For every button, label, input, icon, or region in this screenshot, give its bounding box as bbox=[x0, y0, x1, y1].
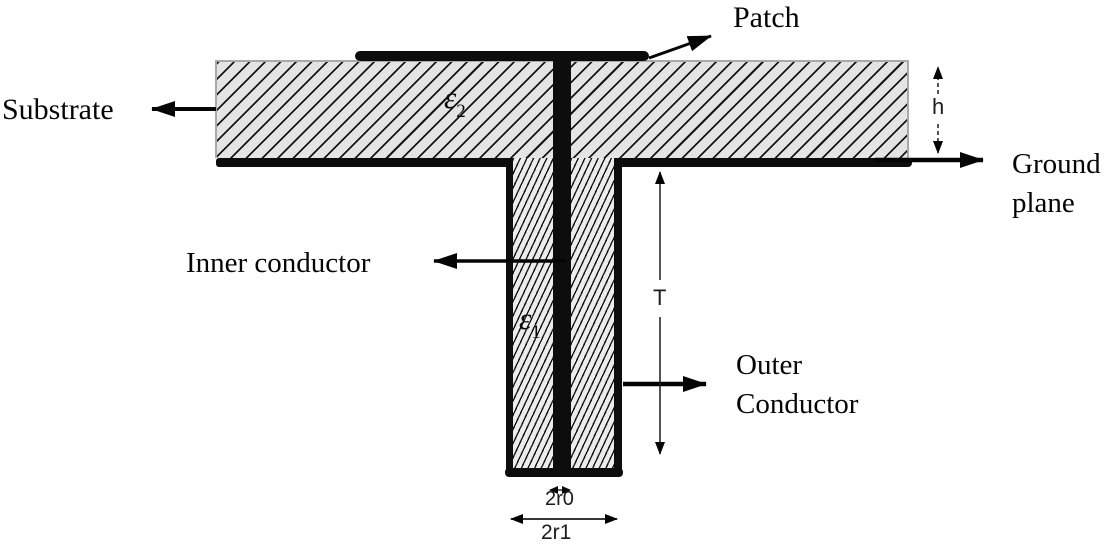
epsilon-1-symbol: ε1 bbox=[519, 301, 541, 344]
outer-conductor-label: Outer Conductor bbox=[736, 349, 859, 420]
epsilon-2-symbol: ε2 bbox=[444, 80, 466, 123]
coax-outer-wall-right bbox=[614, 158, 622, 473]
patch-conductor bbox=[355, 51, 649, 61]
dim-h-label: h bbox=[932, 94, 945, 119]
inner-conductor-label: Inner conductor bbox=[186, 247, 371, 279]
inner-conductor-bar bbox=[553, 57, 571, 471]
patch-label: Patch bbox=[733, 1, 800, 34]
coax-dielectric-right bbox=[571, 158, 614, 470]
coax-outer-wall-left bbox=[506, 158, 513, 473]
ground-plane-label: Ground plane bbox=[1012, 148, 1101, 219]
epsilon-1-subscript: 1 bbox=[531, 322, 541, 343]
substrate-label: Substrate bbox=[2, 93, 114, 126]
epsilon-1-base: ε bbox=[519, 301, 532, 336]
ground-plane-right bbox=[621, 158, 912, 167]
coax-dielectric-left bbox=[513, 158, 553, 470]
epsilon-2-base: ε bbox=[444, 80, 457, 115]
dim-T-label: T bbox=[653, 285, 667, 310]
epsilon-2-subscript: 2 bbox=[456, 101, 466, 122]
dim-2r1-label: 2r1 bbox=[541, 521, 572, 544]
patch-callout-arrow bbox=[648, 34, 712, 60]
dim-2r0-label: 2r0 bbox=[545, 488, 574, 510]
ground-plane-left bbox=[216, 158, 506, 167]
coax-bottom-wall bbox=[505, 468, 623, 477]
